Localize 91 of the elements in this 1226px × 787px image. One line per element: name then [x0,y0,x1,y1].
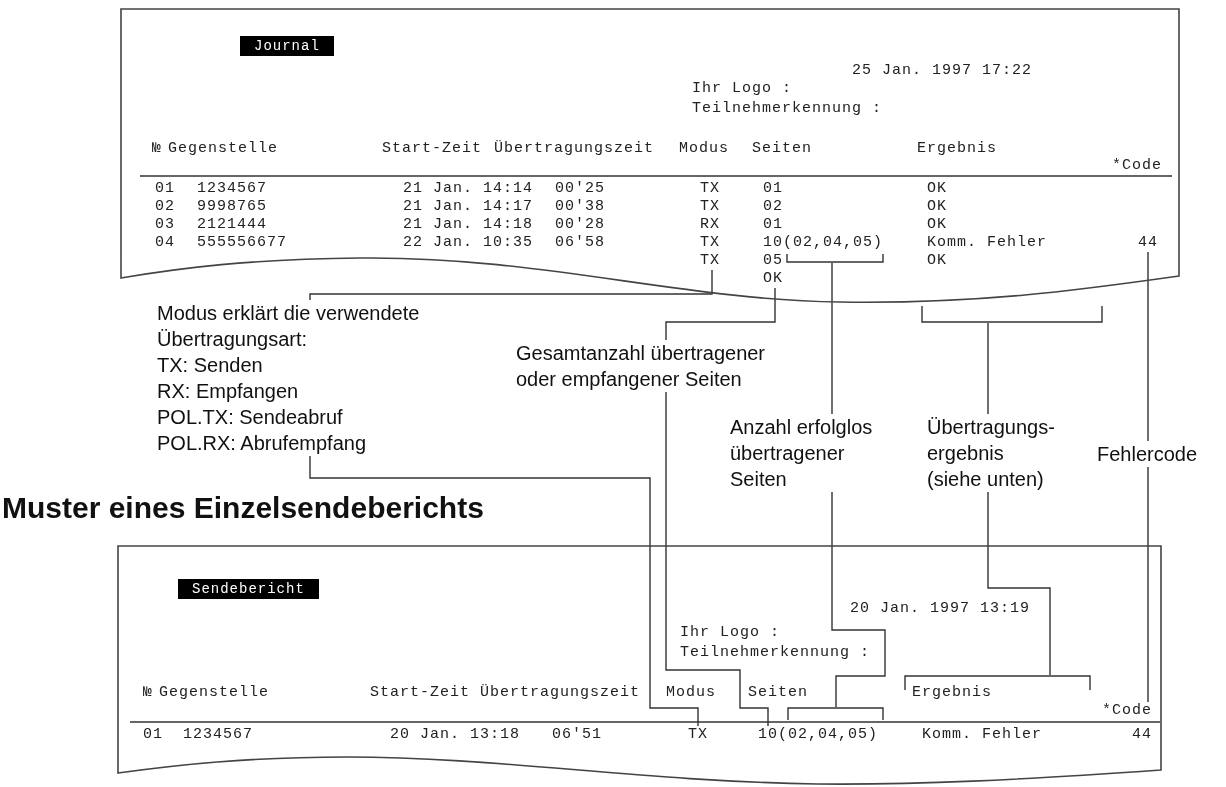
table-cell: 21 Jan. 14:18 [403,216,534,234]
column-header: Start-Zeit [382,140,482,158]
section-heading: Muster eines Einzelsendeberichts [2,490,484,526]
table-cell: 05 [763,252,783,270]
report-sheet [120,8,1180,306]
table-cell: 1234567 [183,726,253,744]
table-cell: 44 [1138,234,1158,252]
table-cell: 01 [155,180,175,198]
leader-line [1147,251,1149,442]
callout-text: Anzahl erfolglos übertragener Seiten [730,414,890,492]
table-cell: TX [700,198,720,216]
table-cell: 00'28 [555,216,605,234]
table-cell: 2121444 [197,216,267,234]
callout-text: (siehe unten) [927,467,1045,492]
leader-line [987,491,1051,676]
leader-line [987,322,989,415]
column-header: Übertragungszeit [480,684,641,702]
field-label: Ihr Logo : [680,624,780,642]
column-header: Ergebnis [912,684,992,702]
table-cell: 9998765 [197,198,267,216]
table-cell: Komm. Fehler [922,726,1043,744]
table-cell: TX [700,252,720,270]
column-header: Seiten [748,684,808,702]
table-cell: OK [927,180,947,198]
table-cell: Komm. Fehler [927,234,1048,252]
table-cell: 1234567 [197,180,267,198]
callout-text: POL.TX: Sendeabruf [157,405,344,430]
callout-text: TX: Senden [157,353,264,378]
table-cell: 00'25 [555,180,605,198]
column-header: Übertragungszeit [494,140,655,158]
table-cell: OK [927,252,947,270]
column-header: Seiten [752,140,812,158]
callout-text: Modus erklärt die verwendete Übertragungsart: [157,301,421,352]
table-cell: 10(02,04,05) [758,726,879,744]
table-cell: 03 [155,216,175,234]
report-title: Sendebericht [178,579,319,599]
report-sheet [117,545,1162,786]
field-label: Teilnehmerkennung : [680,644,871,662]
bracket [787,707,884,721]
column-header: Modus [679,140,729,158]
table-cell: TX [688,726,708,744]
table-cell: OK [927,198,947,216]
callout-text: Übertragungs- ergebnis [927,415,1056,466]
leader-line [1147,466,1149,703]
leader-line [309,269,713,301]
table-cell: 02 [763,198,783,216]
leader-line [665,391,769,727]
callout-text: RX: Empfangen [157,379,300,404]
table-cell: OK [927,216,947,234]
leader-line [831,262,833,415]
table-cell: 00'38 [555,198,605,216]
callout-text: POL.RX: Abrufempfang [157,431,367,456]
callout-text: Fehlercode [1097,441,1198,467]
leader-line [665,287,776,341]
table-cell: TX [700,234,720,252]
table-cell: 20 Jan. 13:18 [390,726,521,744]
table-cell: 01 [763,180,783,198]
table-cell: 04 [155,234,175,252]
column-header: № [152,140,162,158]
table-cell: 01 [143,726,163,744]
timestamp: 25 Jan. 1997 17:22 [852,62,1033,80]
column-header: *Code [1112,157,1162,175]
field-label: Teilnehmerkennung : [692,100,883,118]
table-cell: 555556677 [197,234,287,252]
table-cell: 21 Jan. 14:14 [403,180,534,198]
table-cell: RX [700,216,720,234]
column-header: Gegenstelle [168,140,279,158]
table-cell: 01 [763,216,783,234]
table-cell: 06'58 [555,234,605,252]
callout-text: Gesamtanzahl übertragener oder empfangener Seiten [516,340,786,392]
column-header: Gegenstelle [159,684,270,702]
leader-line [309,455,699,727]
leader-line [831,491,886,708]
table-cell: 44 [1132,726,1152,744]
table-cell: 10(02,04,05) [763,234,884,252]
bracket [786,253,884,263]
report-title: Journal [240,36,334,56]
field-label: Ihr Logo : [692,80,792,98]
column-header: *Code [1102,702,1152,720]
column-header: Modus [666,684,716,702]
column-header: № [143,684,153,702]
column-header: Ergebnis [917,140,997,158]
timestamp: 20 Jan. 1997 13:19 [850,600,1031,618]
table-cell: 06'51 [552,726,602,744]
table-cell: TX [700,180,720,198]
table-cell: OK [763,270,783,288]
column-header: Start-Zeit [370,684,470,702]
table-cell: 21 Jan. 14:17 [403,198,534,216]
table-cell: 22 Jan. 10:35 [403,234,534,252]
table-cell: 02 [155,198,175,216]
bracket [921,305,1103,323]
